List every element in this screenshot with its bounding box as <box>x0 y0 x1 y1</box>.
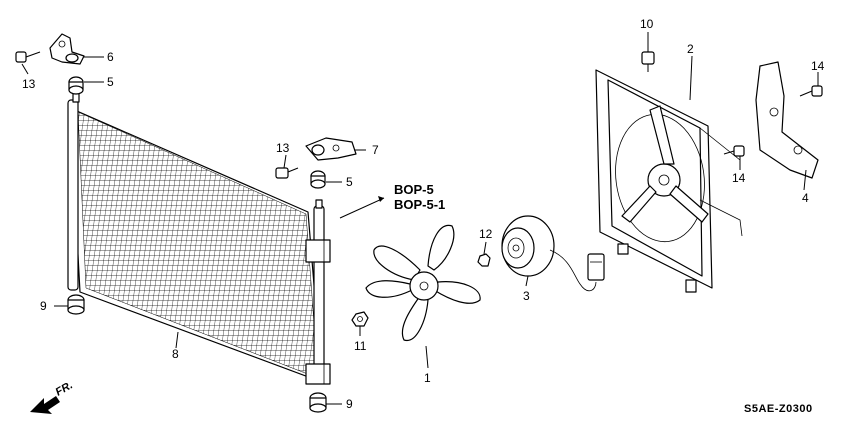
callout-4: 4 <box>802 191 809 205</box>
bolt-13-upper <box>15 51 41 63</box>
nut-12 <box>477 253 491 267</box>
bolt-10 <box>641 51 655 72</box>
bolt-14-mid <box>723 145 745 157</box>
nut-11 <box>351 311 369 327</box>
callout-13-upper: 13 <box>22 77 36 91</box>
callout-7: 7 <box>372 143 379 157</box>
callout-3: 3 <box>523 289 530 303</box>
bolt-14-right <box>799 85 823 97</box>
callout-9-left: 9 <box>40 299 47 313</box>
callout-14-right: 14 <box>811 59 825 73</box>
callout-12: 12 <box>479 227 493 241</box>
fan-motor <box>501 215 605 292</box>
diagram-code: S5AE-Z0300 <box>744 403 813 415</box>
condenser-bracket-upper <box>49 33 85 65</box>
callout-1: 1 <box>424 371 431 385</box>
callout-10: 10 <box>640 17 654 31</box>
callout-11: 11 <box>354 339 367 353</box>
front-direction-label: FR. <box>54 379 75 398</box>
callout-6: 6 <box>107 50 114 64</box>
condenser-bracket-lower <box>305 137 357 161</box>
cooling-fan <box>365 224 481 341</box>
reference-label-1: BOP-5 <box>394 182 434 197</box>
shroud-bracket <box>755 61 819 179</box>
callout-13-lower: 13 <box>276 141 290 155</box>
callout-14-mid: 14 <box>732 171 746 185</box>
cushion-5-lower <box>310 170 326 189</box>
callout-2: 2 <box>687 42 694 56</box>
front-direction-arrow-icon <box>30 396 60 414</box>
callout-5-upper: 5 <box>107 75 114 89</box>
callout-9-right: 9 <box>346 397 353 411</box>
leader-lines <box>21 32 819 405</box>
cushion-9-right <box>309 392 327 413</box>
cushion-9-left <box>67 294 85 315</box>
callout-5-lower: 5 <box>346 175 353 189</box>
callout-8: 8 <box>172 347 179 361</box>
cushion-5-upper <box>68 76 84 95</box>
reference-label-2: BOP-5-1 <box>394 197 445 212</box>
fan-shroud <box>595 69 743 293</box>
condenser <box>67 91 331 385</box>
bolt-13-lower <box>275 167 299 179</box>
